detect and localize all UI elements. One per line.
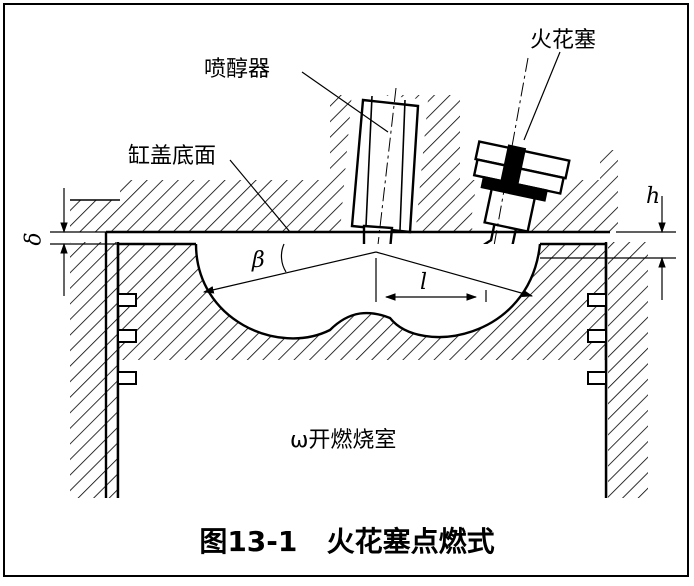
- caption-number: 图13-1: [199, 525, 298, 558]
- ring-grooves-right: [587, 293, 607, 385]
- dimension-l: [375, 258, 487, 302]
- ring-grooves-left: [117, 293, 137, 385]
- figure-caption: 图13-1 火花塞点燃式: [0, 528, 694, 556]
- piston-inner: [118, 360, 606, 498]
- l-label: l: [420, 270, 428, 295]
- beta-label: β: [252, 248, 265, 273]
- spark-plug-label: 火花塞: [530, 28, 597, 53]
- dimension-h: [540, 196, 676, 300]
- caption-title: 火花塞点燃式: [326, 525, 495, 558]
- dimension-delta: [50, 188, 118, 296]
- injector-label: 喷醇器: [204, 57, 271, 82]
- chamber-label: ω开燃烧室: [290, 428, 397, 453]
- piston-bowl: [194, 243, 542, 340]
- spark-plug-body: [472, 140, 571, 247]
- cylinder-wall-right: [608, 242, 648, 498]
- h-label: h: [646, 184, 661, 209]
- head-face-label: 缸盖底面: [128, 144, 217, 169]
- delta-label: δ: [21, 232, 47, 246]
- angle-beta-arc: [280, 243, 287, 273]
- spray-lines: [202, 251, 534, 297]
- leader-lines: [229, 51, 561, 233]
- injector-body: [350, 95, 420, 252]
- cylinder-wall-left: [70, 242, 118, 498]
